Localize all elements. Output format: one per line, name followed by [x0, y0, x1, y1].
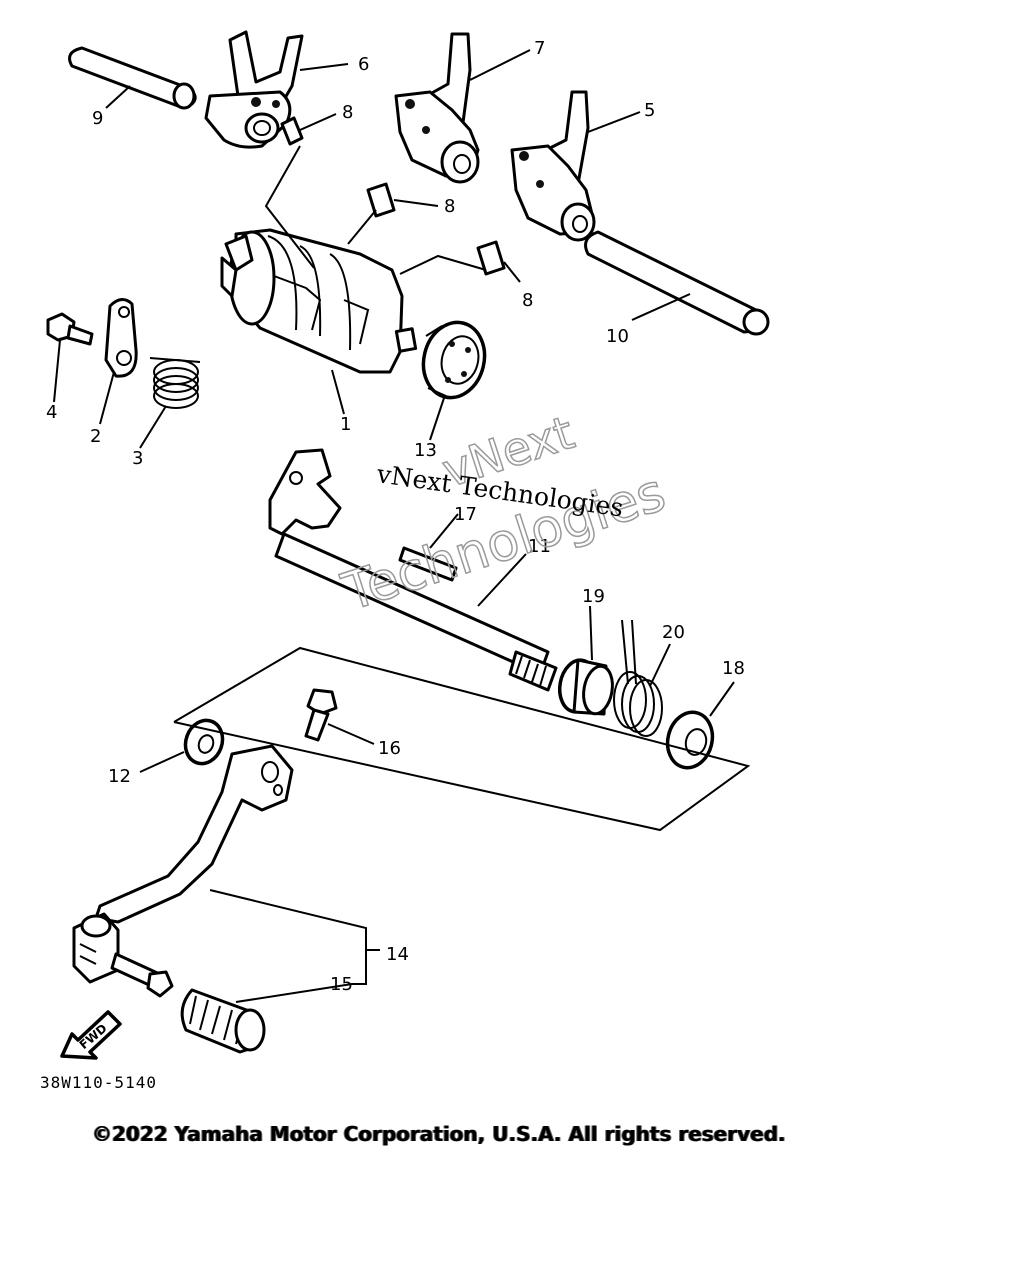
callout-3: 3	[132, 448, 143, 469]
callout-8b: 8	[444, 196, 455, 217]
part-13-bearing	[421, 320, 487, 400]
callout-14: 14	[386, 944, 409, 965]
part-19-collar	[557, 658, 614, 716]
part-16-bolt	[304, 688, 338, 742]
part-3-torsion-spring	[149, 357, 201, 409]
part-7-shift-fork	[394, 32, 480, 184]
part-8-pin-a	[280, 116, 304, 146]
part-11-shift-shaft	[268, 448, 558, 692]
callout-5: 5	[644, 100, 655, 121]
callout-6: 6	[358, 54, 369, 75]
callout-4: 4	[46, 402, 57, 423]
callout-2: 2	[90, 426, 101, 447]
part-12-washer	[183, 718, 225, 766]
part-1-shift-cam	[220, 228, 418, 374]
callout-10: 10	[606, 326, 629, 347]
part-14-shift-pedal	[72, 744, 294, 998]
diagram-code: 38W110-5140	[40, 1073, 157, 1092]
callout-13: 13	[414, 440, 437, 461]
callout-8a: 8	[342, 102, 353, 123]
callout-9: 9	[92, 108, 103, 129]
part-18-oil-seal	[665, 710, 715, 770]
part-4-bolt	[46, 312, 94, 346]
part-6-shift-fork	[204, 30, 304, 149]
callout-1: 1	[340, 414, 351, 435]
watermark: vNext Technologies vNext Technologies	[334, 404, 673, 624]
part-8-pin-c	[476, 240, 506, 276]
part-5-shift-fork	[510, 90, 596, 242]
part-10-guide-bar	[584, 230, 770, 336]
part-15-pedal-rubber	[180, 988, 266, 1054]
part-8-pin-b	[366, 182, 396, 218]
part-2-stopper-lever	[104, 298, 138, 378]
callout-7: 7	[534, 38, 545, 59]
copyright-notice: ©2022 Yamaha Motor Corporation, U.S.A. A…	[92, 1122, 786, 1146]
callout-numbers: 1 2 3 4 5 6 7 8 8 8 9 10 11 12 13 14 15 …	[46, 38, 745, 995]
callout-19: 19	[582, 586, 605, 607]
callout-8c: 8	[522, 290, 533, 311]
part-20-return-spring	[613, 619, 663, 737]
callout-12: 12	[108, 766, 131, 787]
part-17-pin	[398, 546, 458, 582]
callout-11: 11	[528, 536, 551, 557]
fwd-arrow-icon: FWD	[60, 1010, 122, 1060]
callout-15: 15	[330, 974, 353, 995]
callout-18: 18	[722, 658, 745, 679]
callout-20: 20	[662, 622, 685, 643]
callout-16: 16	[378, 738, 401, 759]
leader-lines	[53, 49, 751, 1003]
callout-17: 17	[454, 504, 477, 525]
part-9-guide-bar	[68, 46, 197, 110]
